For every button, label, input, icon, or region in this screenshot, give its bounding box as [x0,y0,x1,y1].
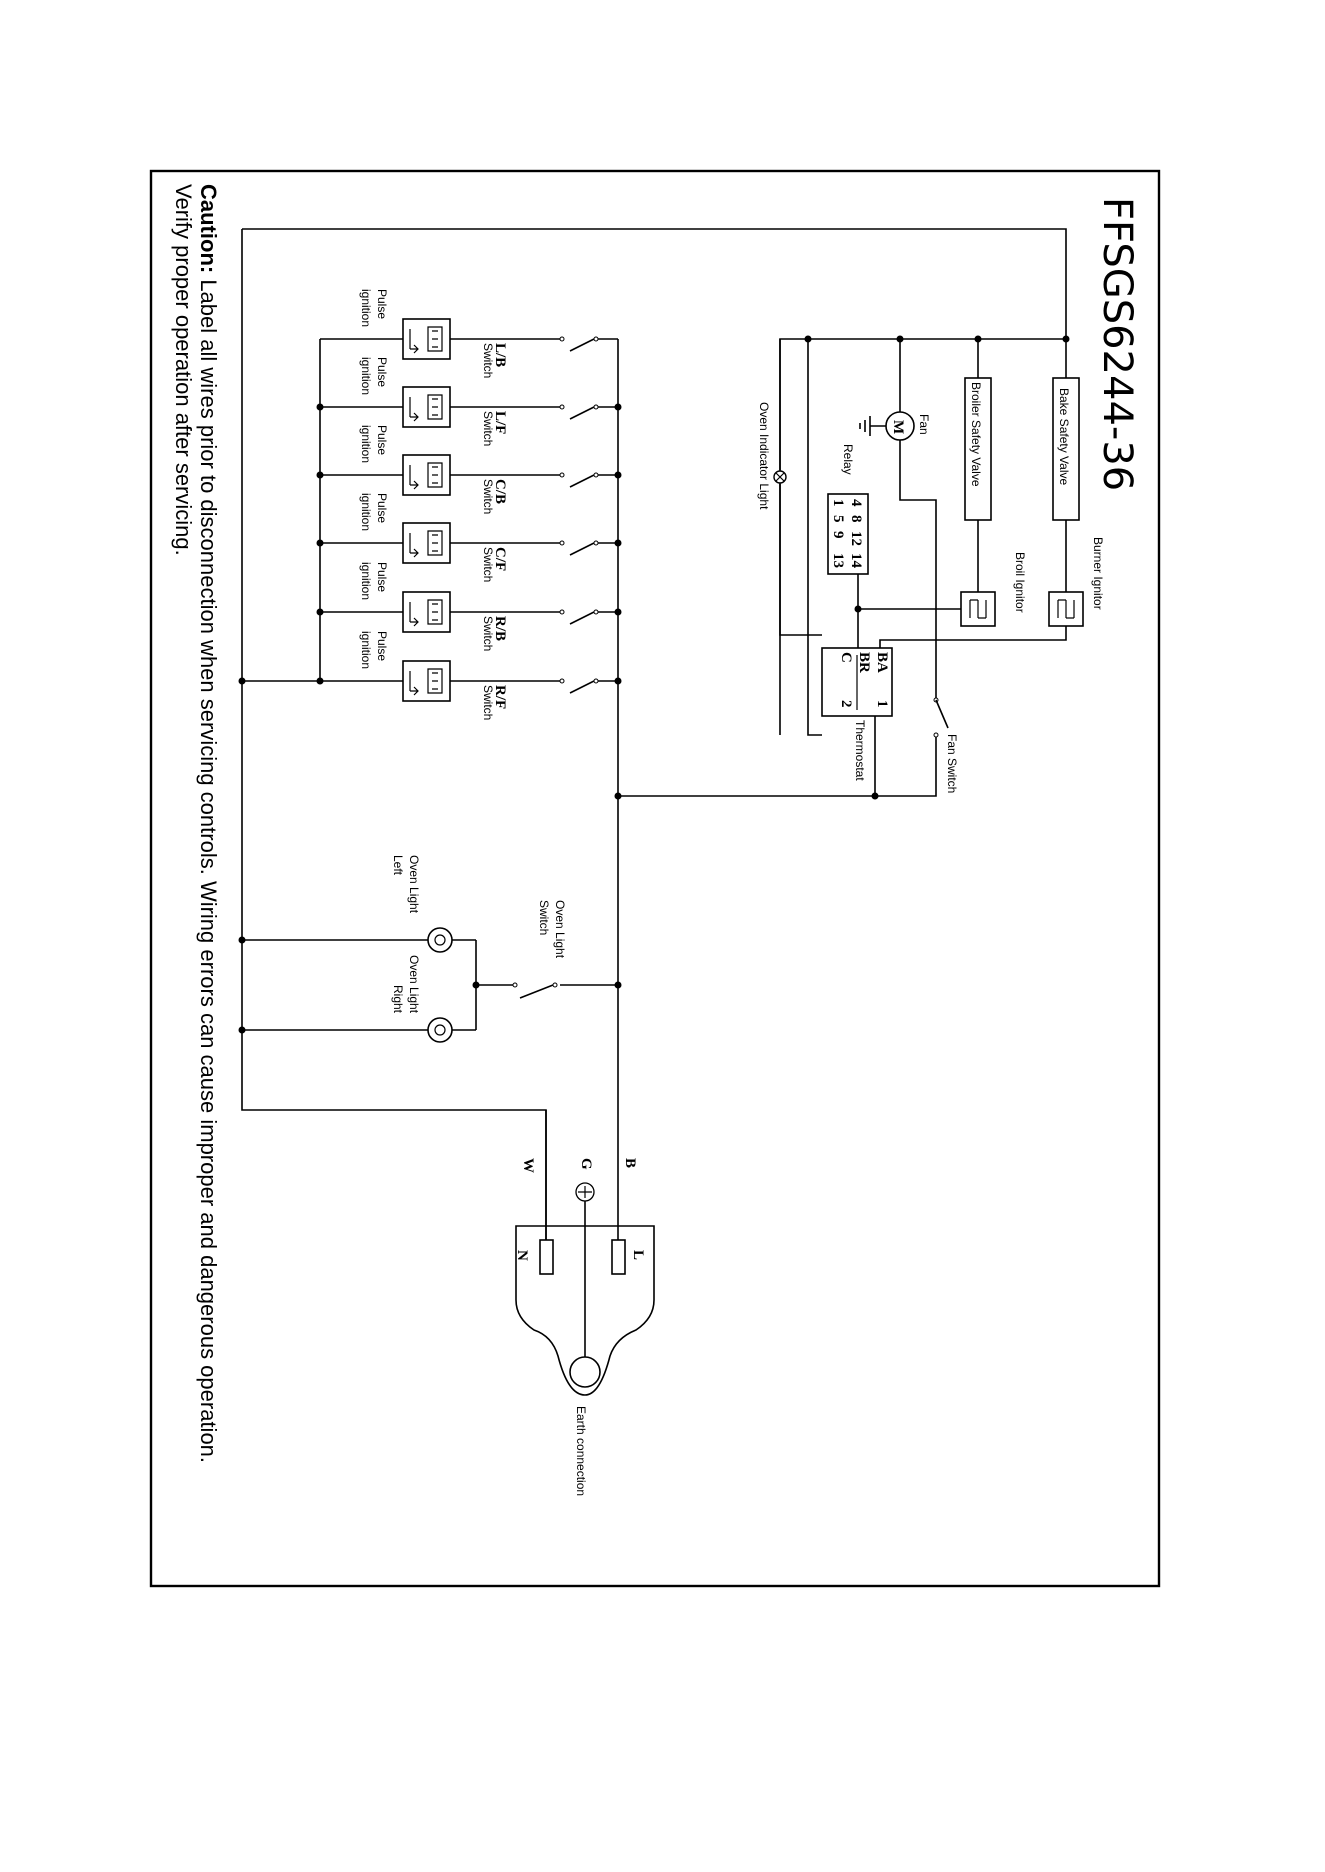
fan-label: Fan [917,414,931,435]
pin-n-label: N [514,1250,530,1261]
broiler-safety-valve [964,377,992,521]
svg-text:Switch: Switch [481,343,495,378]
pulse-ignition-label: Pulse [375,357,389,387]
bake-valve-label: Bake Safety Valve [1057,388,1071,485]
pulse-ignitor [402,454,451,496]
pulse-ignition-label: Pulse [375,562,389,592]
svg-text:1: 1 [830,499,846,507]
svg-text:BA: BA [874,652,890,673]
svg-text:Switch: Switch [481,685,495,720]
burner-switch [569,611,595,625]
wire-w-label: W [520,1158,536,1173]
motor-label: M [890,420,906,434]
burner-ignitor-label: Burner Ignitor [1091,537,1105,610]
power-plug [515,1225,655,1396]
svg-text:1: 1 [874,700,890,708]
pulse-ignition-label: Pulse [375,631,389,661]
svg-text:C: C [838,652,854,663]
pin-n [539,1239,554,1275]
svg-text:2: 2 [838,700,854,708]
svg-text:Switch: Switch [481,479,495,514]
burner-switch-label: R/B [492,616,508,641]
burner-switch [569,680,595,694]
svg-text:Right: Right [391,985,405,1014]
svg-text:5: 5 [830,515,846,523]
burner-switch-label: C/F [492,547,508,571]
svg-text:13: 13 [830,553,846,568]
svg-text:BR: BR [856,652,872,673]
svg-text:12: 12 [848,531,864,546]
svg-text:ignition: ignition [359,631,373,669]
pin-l [611,1239,626,1275]
neutral-wire [241,229,547,1240]
burner-switch-label: R/F [492,685,508,709]
svg-text:14: 14 [848,553,864,569]
ground-icon [859,416,886,436]
svg-text:Switch: Switch [481,616,495,651]
svg-text:8: 8 [848,515,864,523]
earth-label: Earth connection [574,1406,588,1496]
burner-switch [569,542,595,556]
svg-text:9: 9 [830,531,846,539]
burner-switch-label: L/B [492,343,508,367]
top-wire [242,228,1067,339]
svg-text:Switch: Switch [481,547,495,582]
light-right-label: Oven Light [407,955,421,1014]
broiler-valve-label: Broiler Safety Valve [969,382,983,487]
svg-text:ignition: ignition [359,425,373,463]
earth-pin [569,1356,601,1388]
caution-text-2: Verify proper operation after servicing. [171,184,196,556]
burner-switch [569,338,595,352]
wire-g-label: G [578,1158,594,1170]
burner-switch [569,474,595,488]
thermostat-label: Thermostat [853,720,867,781]
relay-label: Relay [841,444,855,475]
pulse-ignition-label: Pulse [375,425,389,455]
pulse-ignition-label: Pulse [375,289,389,319]
svg-text:Switch: Switch [481,411,495,446]
relay [827,493,869,575]
pin-l-label: L [630,1250,646,1260]
svg-text:Left: Left [391,855,405,876]
bake-safety-valve [1052,377,1080,521]
burner-switch [569,406,595,420]
light-switch-label: Oven Light [553,900,567,959]
svg-text:ignition: ignition [359,562,373,600]
light-left-label: Oven Light [407,855,421,914]
diagram-frame [149,169,1161,1588]
pulse-ignition-label: Pulse [375,493,389,523]
page-title: FFSGS6244-36 [1094,197,1140,491]
broil-ignitor-label: Broil Ignitor [1013,552,1027,613]
caution-text: Caution: Label all wires prior to discon… [196,184,221,1463]
svg-text:ignition: ignition [359,289,373,327]
burner-switch-label: L/F [492,411,508,434]
svg-text:4: 4 [848,499,864,507]
fan-switch-label: Fan Switch [945,734,959,793]
burner-switch-label: C/B [492,479,508,504]
wire-b-label: B [622,1158,638,1168]
svg-text:ignition: ignition [359,357,373,395]
svg-text:ignition: ignition [359,493,373,531]
indicator-label: Oven Indicator Light [757,402,771,510]
svg-text:Switch: Switch [537,900,551,935]
